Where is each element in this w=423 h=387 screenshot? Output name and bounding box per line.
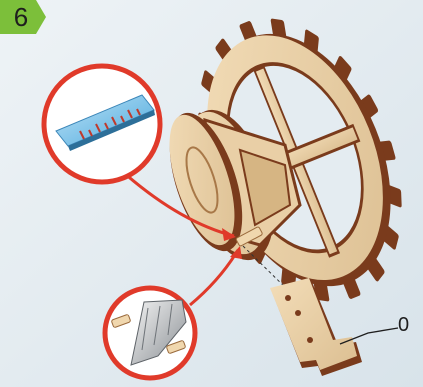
step-number: 6 (8, 2, 34, 32)
step-badge: 6 (0, 0, 46, 34)
part-label: 0 (398, 314, 409, 336)
ruler-callout (44, 66, 160, 182)
cutter-callout (105, 288, 195, 378)
